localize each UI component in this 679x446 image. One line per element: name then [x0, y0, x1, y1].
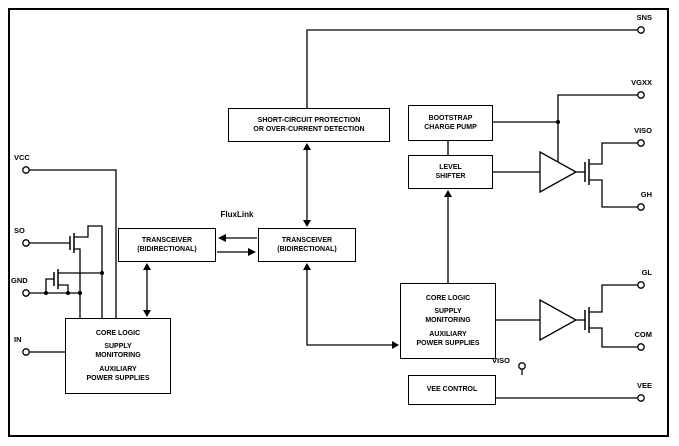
- wires: [29, 29, 638, 399]
- wire-gl: [589, 284, 638, 313]
- pin-label-viso: VISO: [634, 126, 652, 135]
- pin-label-in: IN: [14, 335, 22, 344]
- arrow-up-icon: [143, 263, 151, 270]
- terminal-gh: [637, 203, 645, 211]
- block-label: LEVEL: [439, 163, 462, 171]
- wire-vgxx: [557, 94, 638, 162]
- block-vee-control: VEE CONTROL: [408, 375, 496, 405]
- terminal-viso: [637, 139, 645, 147]
- wire-com: [589, 327, 638, 348]
- pin-label-vee: VEE: [636, 381, 652, 390]
- block-label: SHIFTER: [435, 173, 466, 180]
- arrow-up-icon: [303, 263, 311, 270]
- wire-viso: [589, 142, 638, 165]
- junction-dots: [44, 120, 560, 295]
- block-core-logic-left: CORE LOGIC SUPPLY MONITORING AUXILIARY P…: [65, 318, 171, 394]
- block-label: SHORT-CIRCUIT PROTECTION: [257, 116, 361, 124]
- pin-label-vgxx: VGXX: [631, 78, 652, 87]
- terminal-in: [22, 348, 30, 356]
- block-label: (BIDIRECTIONAL): [277, 246, 337, 253]
- driver-triangle-low-icon: [539, 298, 578, 342]
- pin-label-com: COM: [634, 330, 653, 339]
- fluxlink-label: FluxLink: [220, 210, 254, 219]
- arrow-right-icon: [392, 341, 399, 349]
- pin-terminals: [22, 26, 645, 402]
- junction-dot: [78, 291, 82, 295]
- arrowheads: [143, 143, 452, 349]
- pin-label-so: SO: [14, 226, 25, 235]
- junction-dot: [556, 120, 560, 124]
- block-label: SUPPLY: [104, 343, 132, 351]
- block-transceiver-right: TRANSCEIVER (BIDIRECTIONAL): [258, 228, 356, 262]
- diagram-border: [8, 8, 669, 437]
- driver-triangle-high-icon: [539, 150, 578, 194]
- terminal-sns: [637, 26, 645, 34]
- pin-label-gnd: GND: [11, 276, 28, 285]
- block-label: (BIDIRECTIONAL): [137, 246, 197, 253]
- terminal-vcc: [22, 166, 30, 174]
- wire-q1-drain: [74, 225, 103, 318]
- mosfet-symbols: [53, 159, 590, 333]
- pin-label-sns: SNS: [636, 13, 652, 22]
- block-core-logic-right: CORE LOGIC SUPPLY MONITORING AUXILIARY P…: [400, 283, 496, 359]
- wire-transceiverR-coreR: [306, 269, 393, 346]
- arrow-left-icon: [218, 234, 226, 242]
- mosfet-so-icon: [69, 233, 75, 253]
- wire-q2-source: [58, 284, 69, 293]
- wire-sns: [306, 29, 638, 108]
- arrow-up-icon: [444, 190, 452, 197]
- pin-label-viso-ref: VISO: [492, 356, 510, 365]
- mosfet-high-side-icon: [584, 159, 590, 185]
- junction-dot: [100, 271, 104, 275]
- arrow-down-icon: [143, 310, 151, 317]
- block-label: CORE LOGIC: [425, 295, 471, 303]
- terminal-vee: [637, 394, 645, 402]
- block-label: OR OVER-CURRENT DETECTION: [253, 126, 365, 133]
- terminal-viso-ref: [518, 362, 526, 370]
- block-label: CORE LOGIC: [95, 330, 141, 338]
- wire-vcc: [29, 169, 117, 318]
- arrow-up-icon: [303, 143, 311, 150]
- junction-dot: [66, 291, 70, 295]
- terminal-gl: [637, 281, 645, 289]
- block-transceiver-left: TRANSCEIVER (BIDIRECTIONAL): [118, 228, 216, 262]
- block-label: CHARGE PUMP: [424, 124, 477, 131]
- wire-q2-gate: [45, 278, 54, 293]
- block-label: VEE CONTROL: [426, 386, 478, 394]
- pin-label-gh: GH: [640, 190, 652, 199]
- junction-dot: [44, 291, 48, 295]
- block-level-shifter: LEVEL SHIFTER: [408, 155, 493, 189]
- arrow-down-icon: [303, 220, 311, 227]
- terminal-so: [22, 239, 30, 247]
- terminal-com: [637, 343, 645, 351]
- wire-gh: [589, 179, 638, 208]
- terminal-vgxx: [637, 91, 645, 99]
- arrow-right-icon: [248, 248, 256, 256]
- pin-label-gl: GL: [641, 268, 652, 277]
- block-label: BOOTSTRAP: [428, 114, 473, 122]
- terminal-gnd: [22, 289, 30, 297]
- block-label: POWER SUPPLIES: [86, 374, 150, 382]
- block-short-circuit-protection: SHORT-CIRCUIT PROTECTION OR OVER-CURRENT…: [228, 108, 390, 142]
- block-label: AUXILIARY: [99, 365, 137, 373]
- block-label: AUXILIARY: [429, 330, 467, 338]
- block-label: MONITORING: [425, 317, 471, 325]
- block-label: POWER SUPPLIES: [416, 339, 480, 347]
- block-label: TRANSCEIVER: [141, 236, 193, 244]
- mosfet-low-side-icon: [584, 307, 590, 333]
- pin-label-vcc: VCC: [14, 153, 30, 162]
- wire-q1-source: [74, 248, 81, 293]
- block-label: SUPPLY: [434, 308, 462, 316]
- mosfet-gnd-icon: [53, 269, 59, 289]
- block-label: TRANSCEIVER: [281, 236, 333, 244]
- block-label: MONITORING: [95, 352, 141, 360]
- block-bootstrap-charge-pump: BOOTSTRAP CHARGE PUMP: [408, 105, 493, 141]
- driver-buffers: [539, 150, 578, 342]
